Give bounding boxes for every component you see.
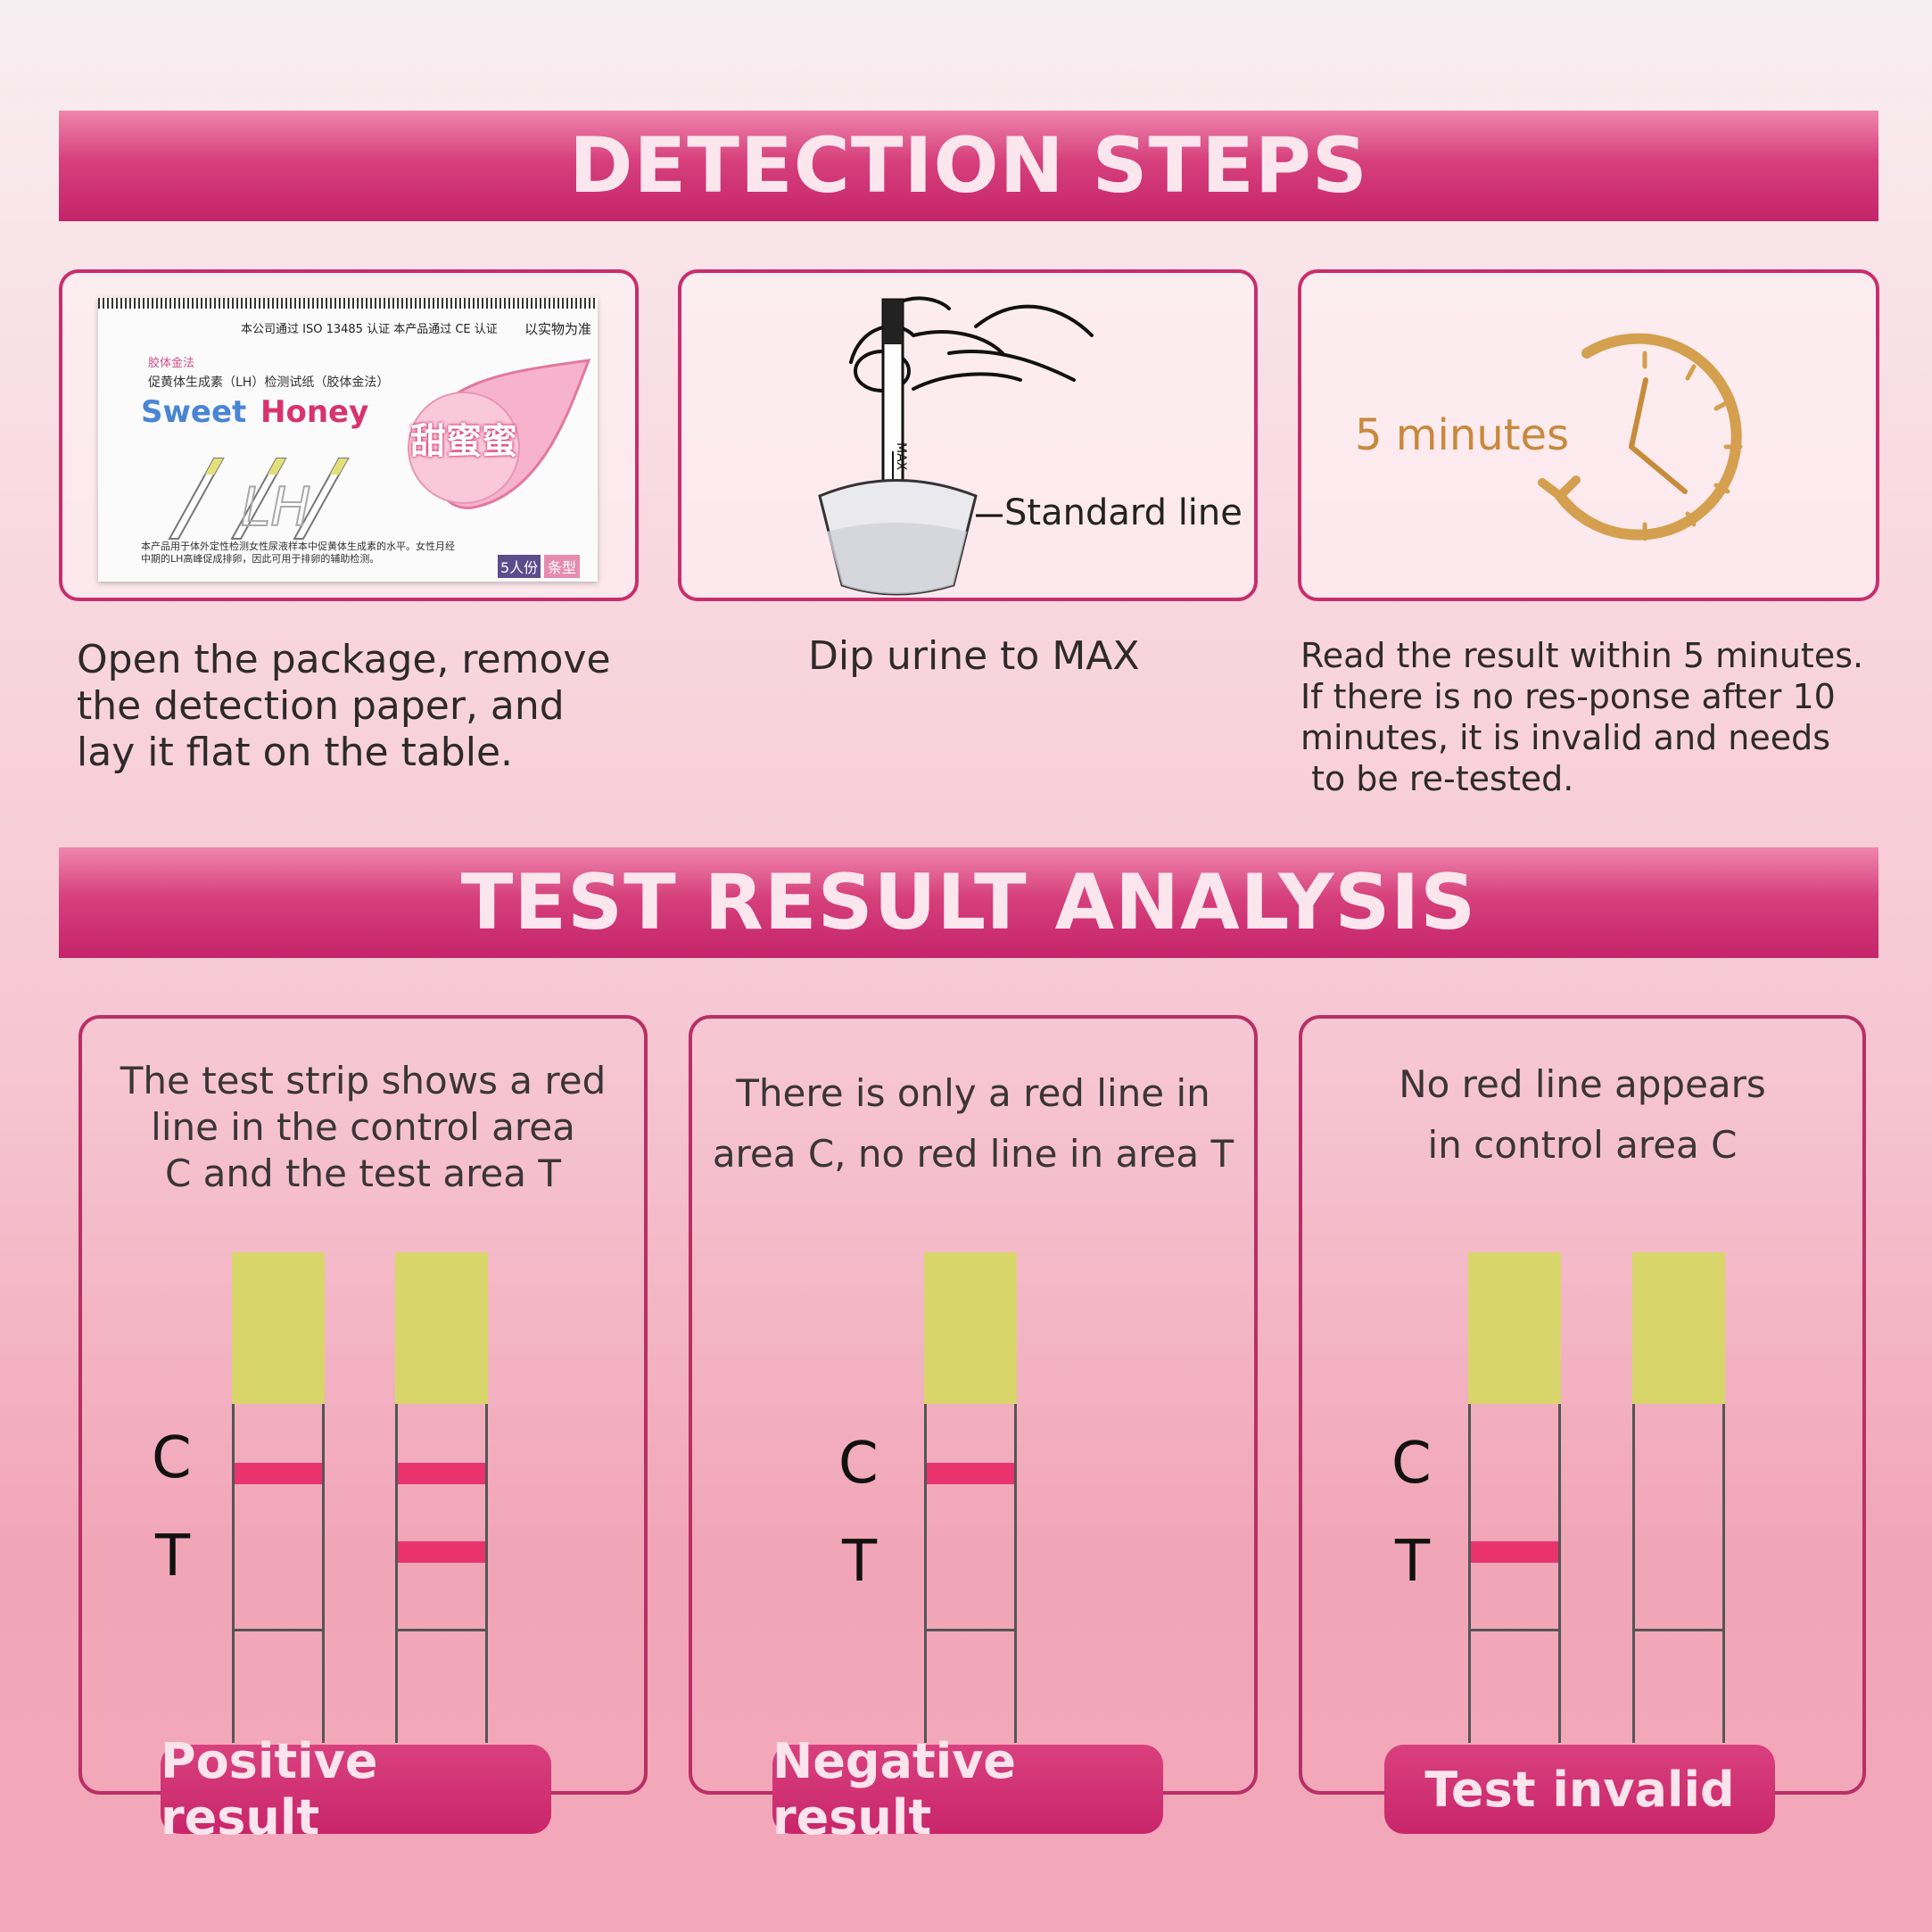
strip-bottom-line: [1635, 1629, 1722, 1631]
negative-text: There is only a red line in area C, no r…: [692, 1063, 1254, 1185]
invalid-strip-2: [1632, 1252, 1725, 1743]
step-1-panel: 本公司通过 ISO 13485 认证 本产品通过 CE 认证 以实物为准 胶体金…: [59, 269, 639, 601]
box-right-note: 以实物为准: [524, 321, 592, 337]
step-1-line: Open the package, remove: [77, 637, 611, 682]
step-2-text: Dip urine to MAX: [808, 633, 1140, 680]
step-3-panel: 5 minutes: [1298, 269, 1879, 601]
brand-honey: Honey: [260, 394, 369, 430]
t-label: T: [842, 1529, 878, 1595]
box-top-note: 本公司通过 ISO 13485 认证 本产品通过 CE 认证: [241, 323, 498, 336]
svg-text:LH: LH: [241, 476, 311, 539]
c-label: C: [838, 1431, 879, 1497]
positive-line: The test strip shows a red: [120, 1059, 607, 1102]
box-cn-name: 促黄体生成素（LH）检测试纸（胶体金法）: [148, 376, 390, 390]
step-2-line: Dip urine to MAX: [808, 633, 1140, 679]
negative-result-label: Negative result: [772, 1733, 1163, 1845]
strip-bottom-line: [398, 1629, 485, 1631]
step-3-line: to be re-tested.: [1300, 759, 1574, 798]
step-1-text: Open the package, remove the detection p…: [77, 637, 611, 776]
invalid-strip-1: [1468, 1252, 1561, 1743]
positive-result-label: Positive result: [161, 1733, 551, 1845]
c-line: [927, 1463, 1014, 1484]
strip-pad: [1468, 1252, 1561, 1404]
invalid-result-label: Test invalid: [1384, 1745, 1775, 1834]
brand-cn: 甜蜜蜜: [410, 421, 517, 462]
step-2-panel: MAX Standard line: [678, 269, 1258, 601]
strip-pad: [924, 1252, 1017, 1404]
clock-icon: [1538, 333, 1743, 541]
test-result-banner: TEST RESULT ANALYSIS: [59, 847, 1878, 958]
strip-illustration: LH: [168, 458, 350, 540]
pink-leaf-graphic: [408, 359, 591, 509]
detection-steps-title: DETECTION STEPS: [569, 121, 1368, 211]
strip-pad: [395, 1252, 488, 1404]
step-3-line: Read the result within 5 minutes.: [1300, 636, 1864, 675]
detection-steps-banner: DETECTION STEPS: [59, 111, 1878, 221]
strip-pad: [232, 1252, 325, 1404]
t-line: [398, 1541, 485, 1563]
invalid-line: No red line appears: [1399, 1062, 1766, 1106]
max-mark: MAX: [894, 442, 908, 471]
positive-strip-1: [232, 1252, 325, 1743]
invalid-line: in control area C: [1427, 1123, 1738, 1167]
t-label: T: [1395, 1529, 1431, 1595]
box-type-label: 条型: [544, 555, 581, 578]
strip-bottom-line: [927, 1629, 1014, 1631]
step-3-line: If there is no res-ponse after 10: [1300, 677, 1836, 716]
step-1-line: lay it flat on the table.: [77, 730, 514, 775]
c-label: C: [152, 1425, 192, 1491]
barcode-strip: [98, 298, 598, 309]
negative-line: There is only a red line in: [736, 1071, 1210, 1115]
brand-sweet: Sweet: [141, 394, 247, 430]
invalid-text: No red line appears in control area C: [1302, 1054, 1862, 1176]
box-method: 胶体金法: [148, 357, 195, 370]
step-1-line: the detection paper, and: [77, 683, 565, 729]
step-3-line: minutes, it is invalid and needs: [1300, 718, 1831, 757]
dip-illustration: MAX: [818, 296, 1094, 596]
standard-line-label: Standard line: [1004, 492, 1243, 533]
strip-bottom-line: [1471, 1629, 1558, 1631]
positive-line: C and the test area T: [165, 1152, 561, 1195]
strip-bottom-line: [235, 1629, 322, 1631]
t-label: T: [155, 1523, 191, 1589]
t-line: [1471, 1541, 1558, 1563]
box-count-label: 5人份: [498, 555, 541, 578]
c-line: [235, 1463, 322, 1484]
c-line: [398, 1463, 485, 1484]
strip-pad: [1632, 1252, 1725, 1404]
product-box-image: 本公司通过 ISO 13485 认证 本产品通过 CE 认证 以实物为准 胶体金…: [98, 298, 598, 582]
positive-strip-2: [395, 1252, 488, 1743]
negative-strip: [924, 1252, 1017, 1743]
positive-panel: The test strip shows a red line in the c…: [78, 1015, 648, 1795]
invalid-panel: No red line appears in control area C: [1299, 1015, 1866, 1795]
positive-text: The test strip shows a red line in the c…: [82, 1058, 644, 1197]
c-label: C: [1391, 1431, 1432, 1497]
five-minutes-label: 5 minutes: [1355, 410, 1570, 460]
positive-line: line in the control area: [151, 1105, 575, 1149]
box-description: 本产品用于体外定性检测女性尿液样本中促黄体生成素的水平。女性月经中期的LH高峰促…: [141, 541, 455, 565]
test-result-title: TEST RESULT ANALYSIS: [460, 858, 1477, 947]
negative-line: area C, no red line in area T: [712, 1132, 1234, 1176]
step-3-text: Read the result within 5 minutes. If the…: [1300, 635, 1863, 799]
